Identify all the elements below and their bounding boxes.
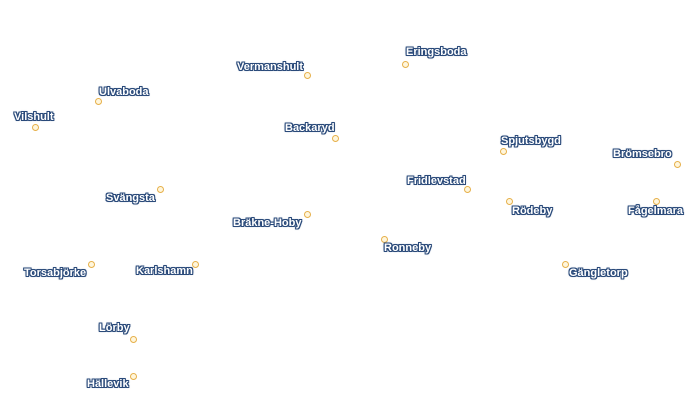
place-label: Spjutsbygd [501,135,561,147]
place-label: Gängletorp [569,267,628,279]
place-marker[interactable] [191,260,199,268]
place-marker[interactable] [31,123,39,131]
place-marker[interactable] [87,260,95,268]
place-marker[interactable] [463,185,471,193]
place-marker[interactable] [303,210,311,218]
place-label: Ronneby [384,242,432,254]
place-marker[interactable] [129,372,137,380]
place-label: Bräkne-Hoby [233,217,302,229]
place-label: Rödeby [512,205,553,217]
place-label: Eringsboda [406,46,467,58]
place-marker[interactable] [303,71,311,79]
place-marker[interactable] [94,97,102,105]
place-label: Vermanshult [237,61,304,73]
place-marker[interactable] [499,147,507,155]
place-marker[interactable] [156,185,164,193]
place-label: Torsabjörke [24,267,87,279]
place-marker[interactable] [380,235,388,243]
place-label: Fridlevstad [407,175,466,187]
place-label: Backaryd [285,122,335,134]
place-label: Hällevik [87,378,129,390]
place-label: Fågelmara [628,205,684,217]
place-marker[interactable] [652,197,660,205]
place-label: Karlshamn [136,265,193,277]
place-marker[interactable] [331,134,339,142]
place-marker[interactable] [505,197,513,205]
place-label: Vilshult [14,111,54,123]
place-label: Svängsta [106,192,155,204]
place-label: Ulvaboda [99,86,149,98]
place-label: Lörby [99,322,130,334]
place-marker[interactable] [401,60,409,68]
place-marker[interactable] [673,160,681,168]
place-label: Brömsebro [613,148,672,160]
place-marker[interactable] [561,260,569,268]
place-marker[interactable] [129,335,137,343]
